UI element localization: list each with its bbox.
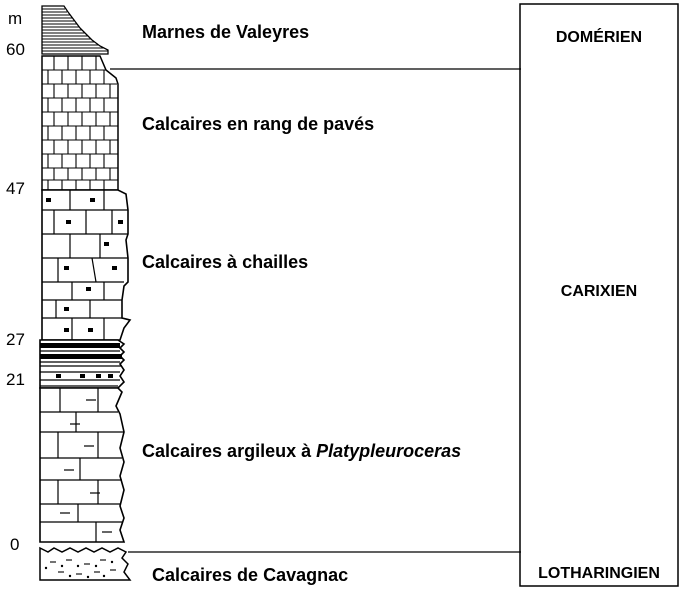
label-calcaires-argileux-prefix: Calcaires argileux à [142,441,316,461]
unit-calcaires-a-chailles [41,189,132,341]
unit-thin-bedded-interval [39,339,126,389]
scale-tick-21: 21 [6,370,25,389]
unit-calcaires-en-rang-de-paves [41,55,119,191]
unit-calcaires-de-cavagnac [39,546,132,581]
scale-unit-label: m [8,9,22,28]
label-calcaires-en-rang-de-paves: Calcaires en rang de pavés [142,114,374,134]
stage-carixien: CARIXIEN [561,283,637,300]
label-marnes-de-valeyres: Marnes de Valeyres [142,22,309,42]
unit-marnes-de-valeyres [41,5,109,55]
scale-tick-0: 0 [10,535,19,554]
label-calcaires-argileux: Calcaires argileux à Platypleuroceras [142,441,461,461]
unit-calcaires-argileux [39,387,126,543]
scale-tick-27: 27 [6,330,25,349]
stage-domerien: DOMÉRIEN [556,27,642,46]
stage-column: DOMÉRIEN CARIXIEN LOTHARINGIEN [110,3,679,587]
scale-tick-60: 60 [6,40,25,59]
stage-box [519,3,679,587]
label-calcaires-argileux-genus: Platypleuroceras [316,441,461,461]
thickness-scale: m 60 47 27 21 0 [6,9,25,554]
stage-lotharingien: LOTHARINGIEN [538,565,660,582]
label-calcaires-a-chailles: Calcaires à chailles [142,252,308,272]
lithological-column [39,5,132,581]
formation-labels: Marnes de Valeyres Calcaires en rang de … [142,22,461,585]
scale-tick-47: 47 [6,179,25,198]
label-calcaires-de-cavagnac: Calcaires de Cavagnac [152,565,348,585]
